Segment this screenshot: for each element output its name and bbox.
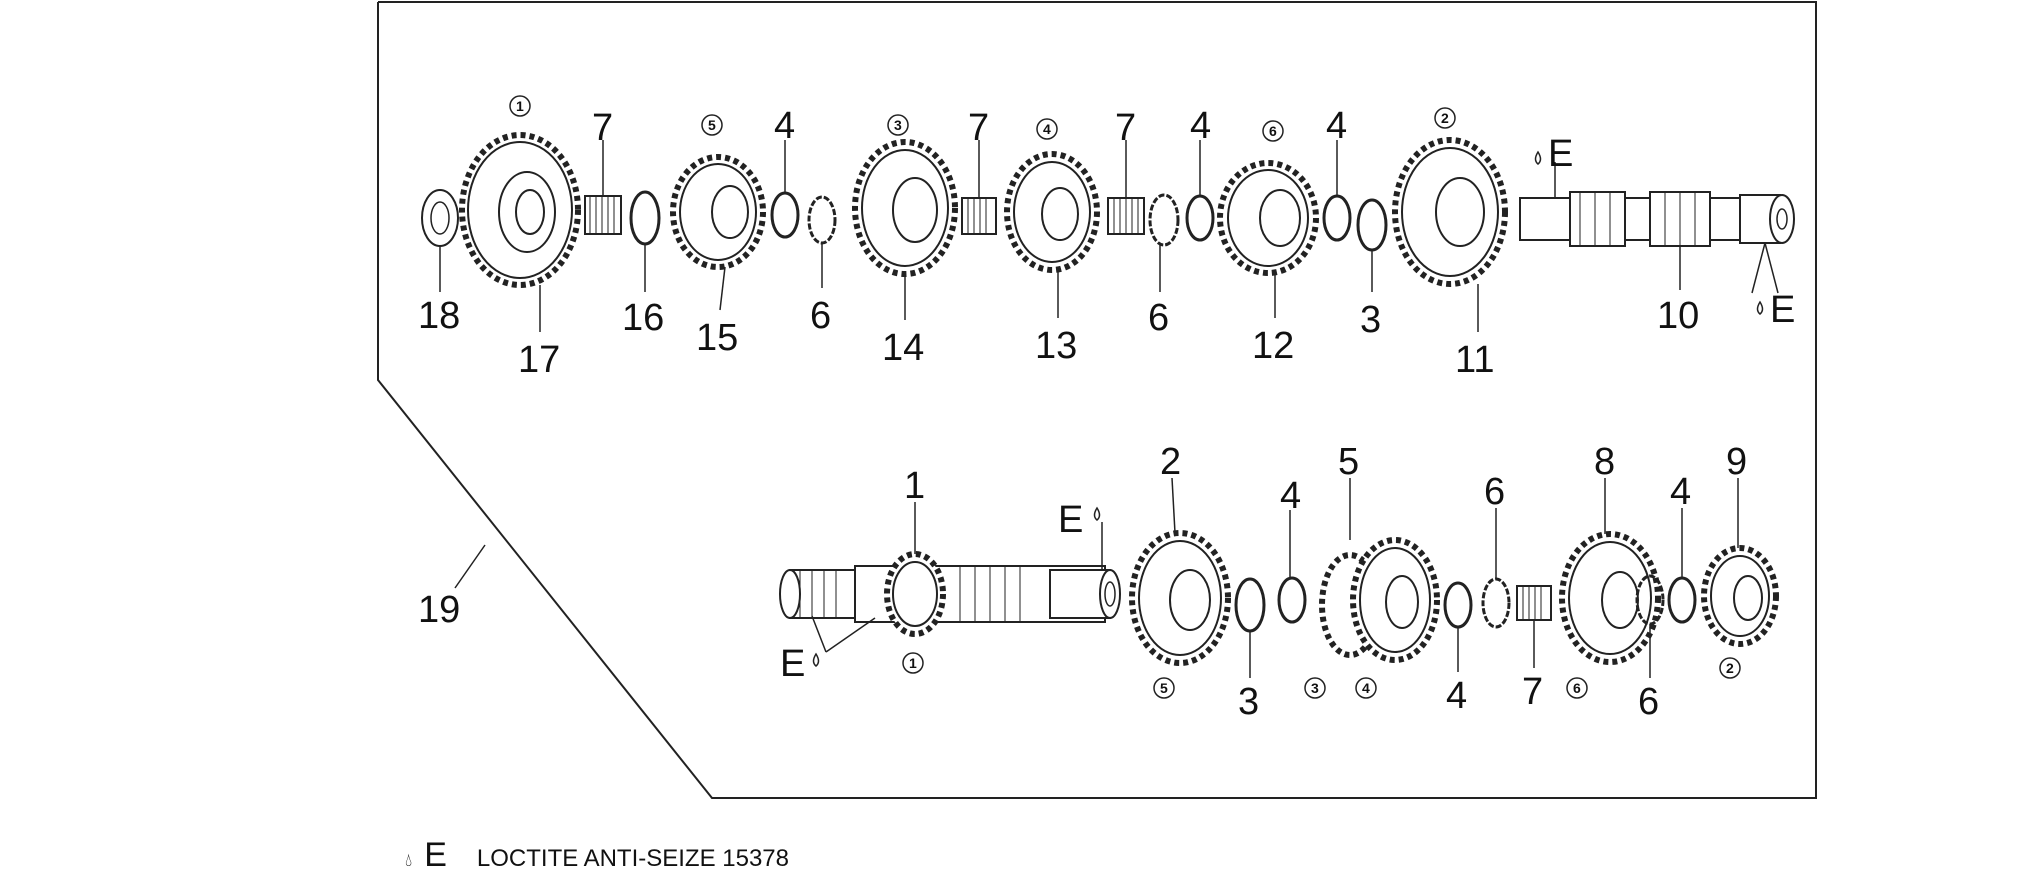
shaft-1 bbox=[779, 551, 1121, 637]
gear-marker: 6 bbox=[1269, 123, 1277, 139]
lower-gear-markers: 1 5 3 4 6 2 bbox=[902, 652, 1741, 699]
lower-label: 7 bbox=[1522, 671, 1543, 713]
washer-6c bbox=[1481, 577, 1511, 629]
lube-drop-icon: 💧︎ bbox=[405, 850, 413, 870]
upper-gear-markers: 1 5 3 4 6 2 bbox=[509, 95, 1456, 142]
gear-marker: 1 bbox=[909, 655, 917, 671]
upper-label: 15 bbox=[696, 317, 738, 359]
upper-label: 11 bbox=[1455, 339, 1494, 381]
upper-label: 14 bbox=[882, 327, 924, 369]
gear-marker: 6 bbox=[1573, 680, 1581, 696]
assembly-19-leader bbox=[454, 544, 486, 589]
upper-label: 3 bbox=[1360, 299, 1381, 341]
upper-label: 10 bbox=[1657, 295, 1699, 337]
lower-label: 2 bbox=[1160, 441, 1181, 483]
gear-9 bbox=[1701, 545, 1779, 647]
lube-marker-e: E bbox=[1770, 289, 1795, 331]
gear-marker: 2 bbox=[1441, 110, 1449, 126]
legend-symbol: E bbox=[424, 836, 447, 874]
gear-5 bbox=[1319, 537, 1440, 663]
lower-labels: 1 2 3 4 5 4 6 7 8 6 4 9 19 bbox=[418, 441, 1747, 723]
bearing-7b bbox=[961, 197, 997, 235]
lube-marker-e: E bbox=[780, 643, 805, 685]
upper-label: 7 bbox=[968, 107, 989, 149]
gear-marker: 4 bbox=[1043, 121, 1051, 137]
bearing-7d bbox=[1516, 585, 1552, 621]
washer-16 bbox=[629, 190, 661, 246]
upper-label: 7 bbox=[592, 107, 613, 149]
gear-8 bbox=[1559, 531, 1661, 665]
lower-lube-markers: E E bbox=[780, 499, 1101, 685]
legend: 💧︎ E LOCTITE ANTI-SEIZE 15378 bbox=[405, 836, 789, 875]
upper-label: 6 bbox=[1148, 297, 1169, 339]
upper-leaders bbox=[439, 140, 1779, 332]
upper-lube-markers: E E bbox=[1534, 133, 1795, 331]
circlip-4a bbox=[770, 191, 800, 239]
gear-marker: 3 bbox=[1311, 680, 1319, 696]
gear-marker: 3 bbox=[894, 117, 902, 133]
circlip-4c bbox=[1322, 194, 1352, 242]
upper-label: 4 bbox=[1190, 105, 1211, 147]
gear-marker: 1 bbox=[516, 98, 524, 114]
lower-label: 4 bbox=[1670, 471, 1691, 513]
lube-marker-e: E bbox=[1058, 499, 1083, 541]
gear-marker: 5 bbox=[1160, 680, 1168, 696]
lube-marker-e: E bbox=[1548, 133, 1573, 175]
circlip-3b bbox=[1234, 577, 1266, 633]
gear-13 bbox=[1004, 151, 1100, 273]
lower-label: 4 bbox=[1446, 675, 1467, 717]
upper-label: 12 bbox=[1252, 325, 1294, 367]
lower-label: 8 bbox=[1594, 441, 1615, 483]
washer-18 bbox=[421, 189, 459, 247]
upper-label: 7 bbox=[1115, 107, 1136, 149]
upper-label: 6 bbox=[810, 295, 831, 337]
lower-leaders bbox=[811, 477, 1739, 678]
bearing-7c bbox=[1107, 197, 1145, 235]
lower-label: 3 bbox=[1238, 681, 1259, 723]
circlip-3a bbox=[1356, 198, 1388, 252]
circlip-4d bbox=[1277, 576, 1307, 624]
shaft-10 bbox=[1519, 191, 1795, 247]
washer-6a bbox=[807, 195, 837, 245]
upper-label: 4 bbox=[1326, 105, 1347, 147]
gear-2 bbox=[1129, 530, 1231, 666]
upper-label: 18 bbox=[418, 295, 460, 337]
gear-15 bbox=[670, 154, 766, 270]
gear-14 bbox=[852, 139, 958, 277]
upper-label: 17 bbox=[518, 339, 560, 381]
lower-label: 5 bbox=[1338, 441, 1359, 483]
gear-marker: 4 bbox=[1362, 680, 1370, 696]
lower-label: 9 bbox=[1726, 441, 1747, 483]
circlip-4e bbox=[1443, 581, 1473, 629]
upper-labels: 18 17 7 16 15 4 6 14 7 13 7 6 4 12 4 3 1… bbox=[418, 105, 1699, 381]
gear-12 bbox=[1217, 160, 1319, 276]
circlip-4f bbox=[1667, 576, 1697, 624]
lower-label: 6 bbox=[1638, 681, 1659, 723]
upper-label: 4 bbox=[774, 105, 795, 147]
lower-label: 6 bbox=[1484, 471, 1505, 513]
lower-label: 4 bbox=[1280, 475, 1301, 517]
upper-label: 16 bbox=[622, 297, 664, 339]
lower-label: 1 bbox=[904, 465, 925, 507]
upper-label: 13 bbox=[1035, 325, 1077, 367]
assembly-frame bbox=[377, 1, 1817, 799]
legend-text: LOCTITE ANTI-SEIZE 15378 bbox=[476, 845, 789, 872]
assembly-label: 19 bbox=[418, 589, 460, 631]
gear-11 bbox=[1392, 137, 1508, 287]
washer-6b bbox=[1148, 193, 1180, 247]
gear-marker: 2 bbox=[1726, 660, 1734, 676]
circlip-4b bbox=[1185, 194, 1215, 242]
gear-17 bbox=[459, 132, 581, 288]
gear-marker: 5 bbox=[708, 117, 716, 133]
bearing-7a bbox=[584, 195, 622, 235]
